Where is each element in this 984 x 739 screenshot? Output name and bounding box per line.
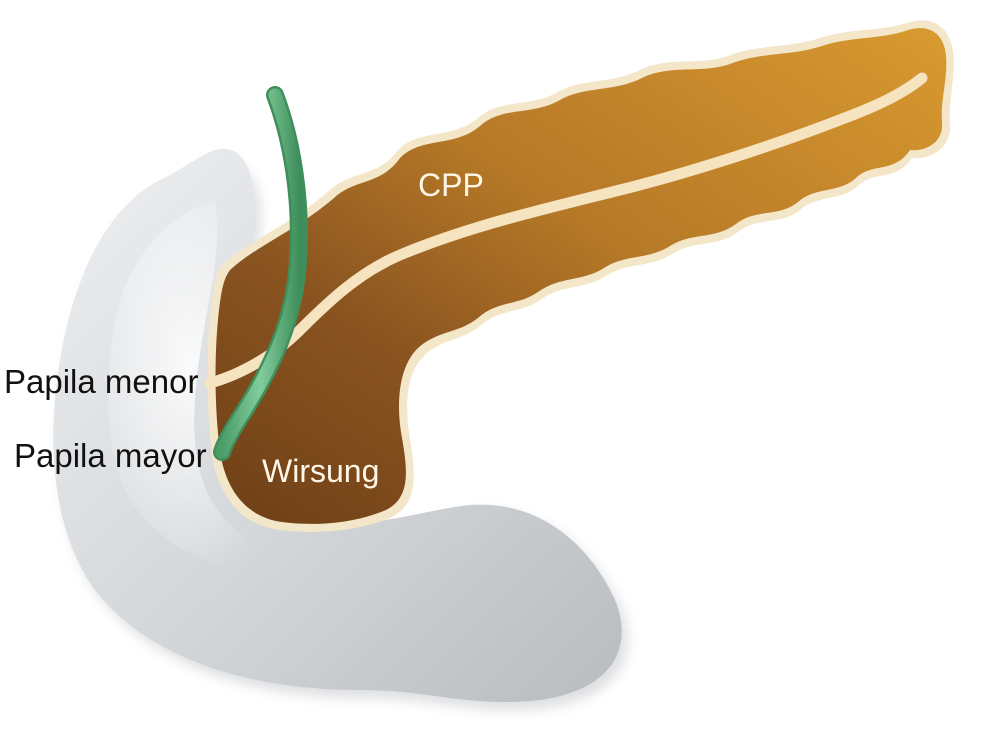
label-wirsung: Wirsung bbox=[262, 453, 379, 489]
bile-duct-fill bbox=[215, 88, 306, 459]
bile-duct bbox=[213, 86, 308, 461]
label-cpp: CPP bbox=[418, 167, 484, 203]
label-papila-menor: Papila menor bbox=[4, 363, 198, 400]
duodenum-highlight bbox=[108, 200, 290, 568]
main-pancreatic-duct bbox=[204, 72, 928, 389]
duodenum bbox=[53, 148, 628, 711]
pancreas-body bbox=[215, 28, 947, 524]
label-papila-mayor: Papila mayor bbox=[14, 437, 207, 474]
